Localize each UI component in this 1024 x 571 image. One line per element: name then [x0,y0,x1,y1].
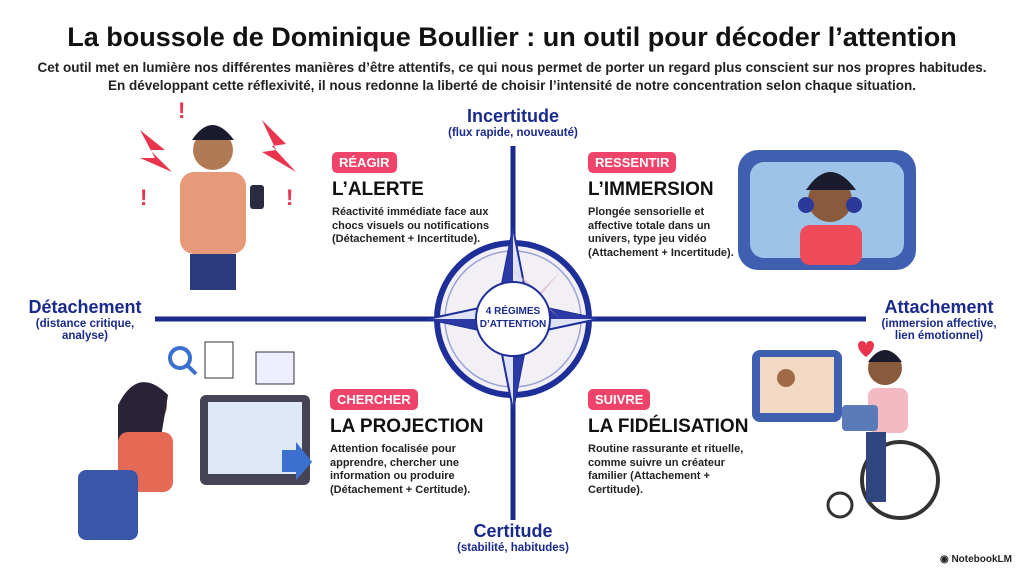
fidelisation-wheelchair-illustration [752,341,940,520]
quadrant-desc: Plongée sensorielle et affective totale … [588,206,734,259]
compass-line-1: 4 RÉGIMES [485,306,541,317]
subtitle-line-1: Cet outil met en lumière nos différentes… [37,60,987,75]
detachement-sub-2: analyse) [61,330,109,342]
incertitude-label: Incertitude [466,106,559,126]
compass-center-label: 4 RÉGIMES D’ATTENTION [463,305,563,331]
attachement-label: Attachement [884,297,994,317]
certitude-label: Certitude [473,521,553,541]
attachement-sub-2: lien émotionnel) [894,330,984,342]
subtitle-line-2: En développant cette réflexivité, il nou… [108,78,916,93]
quadrant-projection: CHERCHER LA PROJECTION Attention focalis… [330,389,483,497]
immersion-gamer-illustration [738,150,916,270]
quadrant-title: LA FIDÉLISATION [588,416,749,437]
quadrant-immersion: RESSENTIR L’IMMERSION Plongée sensoriell… [588,152,738,260]
page-title: La boussole de Dominique Boullier : un o… [67,22,957,52]
quadrant-desc: Attention focalisée pour apprendre, cher… [330,443,471,496]
brand-label: NotebookLM [951,554,1012,565]
axis-left-label: Détachement (distance critique, analyse) [0,297,170,342]
attachement-sub-1: (immersion affective, [881,318,997,330]
axis-bottom-label: Certitude (stabilité, habitudes) [413,521,613,554]
badge-ressentir: RESSENTIR [588,152,677,173]
brand-logo-icon: ◉ [939,554,952,565]
compass-line-2: D’ATTENTION [479,319,547,330]
detachement-sub-1: (distance critique, [35,318,135,330]
svg-text:!: ! [178,98,185,123]
notebooklm-brand: ◉ NotebookLM [940,554,1012,565]
badge-suivre: SUIVRE [588,389,651,410]
projection-computer-illustration [78,341,312,540]
alert-person-illustration: ! ! ! [140,98,296,290]
certitude-sub: (stabilité, habitudes) [457,542,569,554]
svg-text:!: ! [286,185,293,210]
quadrant-alerte: RÉAGIR L’ALERTE Réactivité immédiate fac… [332,152,522,247]
quadrant-title: L’IMMERSION [588,179,714,200]
quadrant-title: L’ALERTE [332,179,424,200]
badge-chercher: CHERCHER [330,389,418,410]
axis-top-label: Incertitude (flux rapide, nouveauté) [413,106,613,139]
quadrant-fidelisation: SUIVRE LA FIDÉLISATION Routine rassurant… [588,389,758,497]
badge-reagir: RÉAGIR [332,152,397,173]
svg-text:!: ! [140,185,147,210]
quadrant-desc: Routine rassurante et rituelle, comme su… [588,443,744,496]
detachement-label: Détachement [28,297,142,317]
quadrant-title: LA PROJECTION [330,416,484,437]
incertitude-sub: (flux rapide, nouveauté) [448,127,578,139]
axis-right-label: Attachement (immersion affective, lien é… [854,297,1024,342]
compass-rose-icon [427,227,599,411]
quadrant-desc: Réactivité immédiate face aux chocs visu… [332,206,490,245]
